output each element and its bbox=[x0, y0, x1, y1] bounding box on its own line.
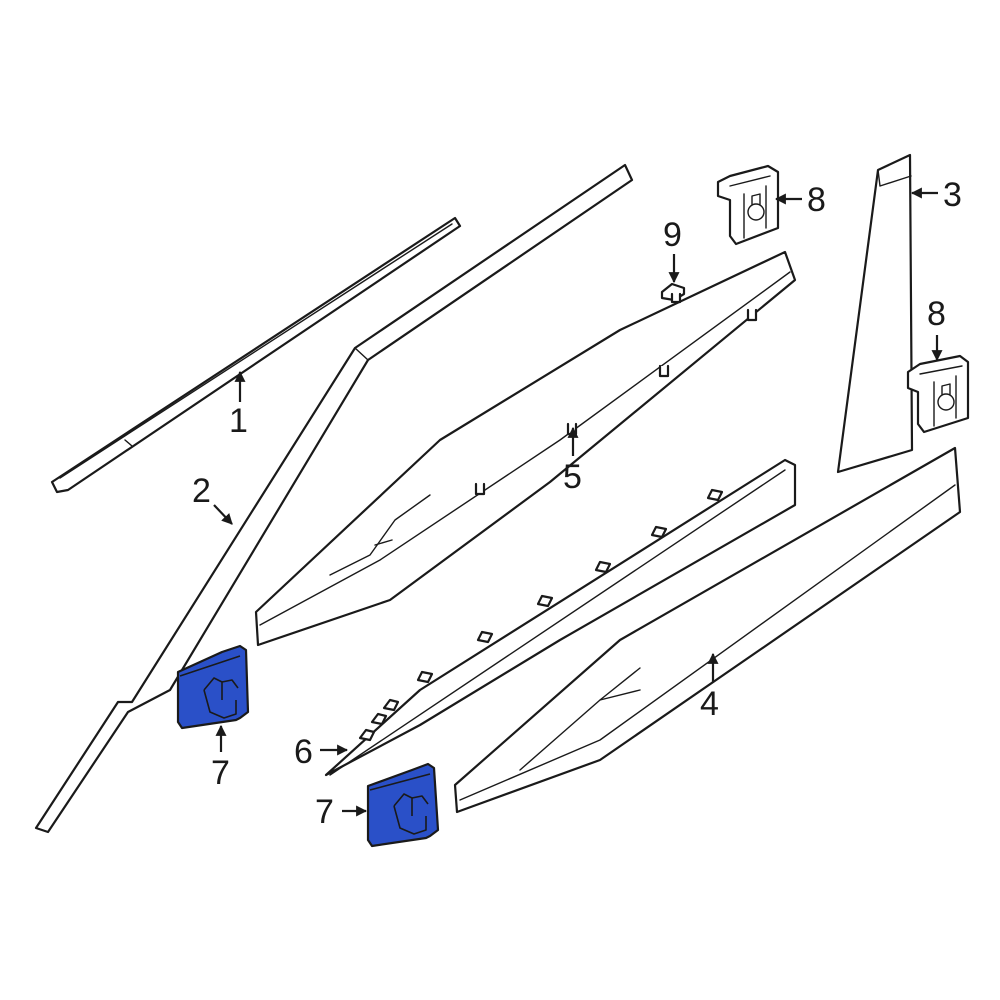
part-7-clip-right bbox=[366, 762, 440, 848]
part-7-clip-left bbox=[176, 644, 250, 730]
callout-1: 1 bbox=[229, 402, 248, 440]
callout-8a: 8 bbox=[807, 181, 826, 219]
callout-5: 5 bbox=[563, 458, 582, 496]
part-8-clip-upper bbox=[716, 164, 780, 246]
part-9-screw bbox=[660, 282, 686, 304]
callout-3: 3 bbox=[943, 176, 962, 214]
callout-4: 4 bbox=[700, 685, 719, 723]
callout-6: 6 bbox=[294, 733, 313, 771]
part-6-retainer-strip bbox=[324, 458, 797, 777]
callout-9: 9 bbox=[663, 216, 682, 254]
part-6-teeth bbox=[358, 488, 724, 742]
part-7-clip-right-body bbox=[366, 762, 440, 848]
callout-8b: 8 bbox=[927, 295, 946, 333]
part-2-frame-molding bbox=[34, 163, 634, 834]
leader-2 bbox=[213, 504, 233, 525]
leader-arrows bbox=[213, 187, 943, 817]
part-7-clip-left-body bbox=[176, 644, 250, 730]
part-8-clip-lower bbox=[906, 354, 970, 434]
callout-labels: 1 2 3 4 5 6 7 7 8 8 9 bbox=[192, 176, 962, 831]
part-4-rocker-molding bbox=[453, 446, 962, 814]
callout-7b: 7 bbox=[315, 793, 334, 831]
part-1-belt-molding bbox=[50, 216, 462, 494]
callout-2: 2 bbox=[192, 472, 211, 510]
part-3-pillar-applique bbox=[836, 153, 914, 474]
callout-7a: 7 bbox=[211, 754, 230, 792]
